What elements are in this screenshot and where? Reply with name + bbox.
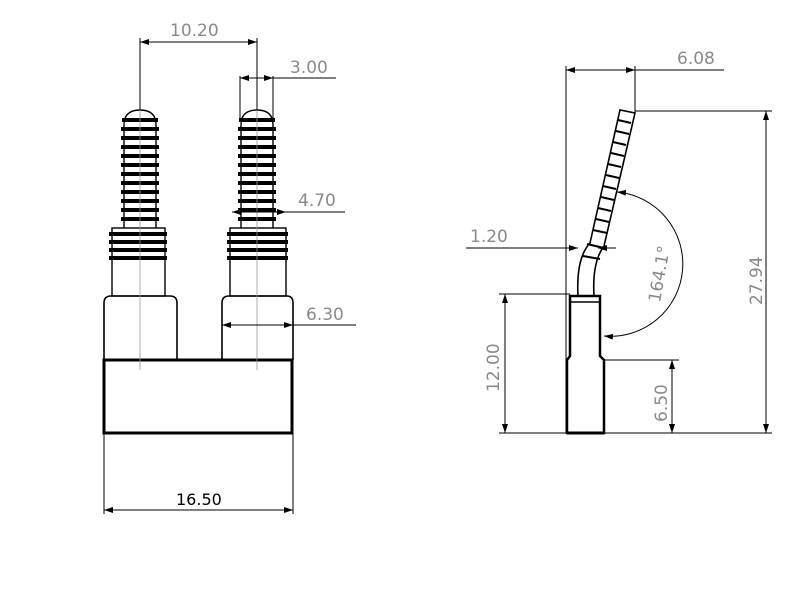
dim-shoulder-width: 6.30 xyxy=(222,305,356,328)
side-lower-body xyxy=(565,294,606,435)
front-base-block xyxy=(102,358,294,435)
front-right-shoulder xyxy=(221,295,294,360)
dim-text-bend-angle: 164.1° xyxy=(645,244,675,304)
dim-pin-spacing: 10.20 xyxy=(139,21,258,110)
dim-lower-height: 6.50 xyxy=(604,359,679,433)
side-view: 6.08 27.94 1.20 12.00 6.50 xyxy=(466,49,772,435)
dim-base-width: 16.50 xyxy=(103,433,294,514)
dim-text-shoulder-width: 6.30 xyxy=(306,305,344,325)
dim-text-thickness: 1.20 xyxy=(470,227,508,247)
dim-text-collar-diameter: 4.70 xyxy=(298,191,336,211)
dim-bend-angle: 164.1° xyxy=(603,189,684,340)
dim-text-tip-offset: 6.08 xyxy=(677,49,715,69)
front-view: 10.20 3.00 4.70 6.30 16.50 xyxy=(102,21,356,514)
front-left-shoulder xyxy=(103,295,178,360)
side-bent-pin xyxy=(576,109,636,297)
dim-overall-height: 27.94 xyxy=(604,110,772,434)
dim-base-height: 12.00 xyxy=(484,293,570,434)
dim-pin-diameter: 3.00 xyxy=(239,58,336,120)
dim-tip-offset: 6.08 xyxy=(565,49,724,433)
dim-text-base-width: 16.50 xyxy=(176,490,222,509)
dim-text-base-height: 12.00 xyxy=(484,343,504,392)
dim-text-lower-height: 6.50 xyxy=(652,384,672,422)
front-right-pin-collar xyxy=(229,227,287,297)
front-right-collar-threads xyxy=(227,232,288,260)
dim-text-overall-height: 27.94 xyxy=(747,256,767,305)
dim-text-pin-spacing: 10.20 xyxy=(170,21,219,41)
front-left-pin-collar xyxy=(111,227,166,297)
front-left-collar-threads xyxy=(109,232,167,260)
dim-collar-diameter: 4.70 xyxy=(232,191,345,215)
dim-text-pin-diameter: 3.00 xyxy=(290,58,328,78)
